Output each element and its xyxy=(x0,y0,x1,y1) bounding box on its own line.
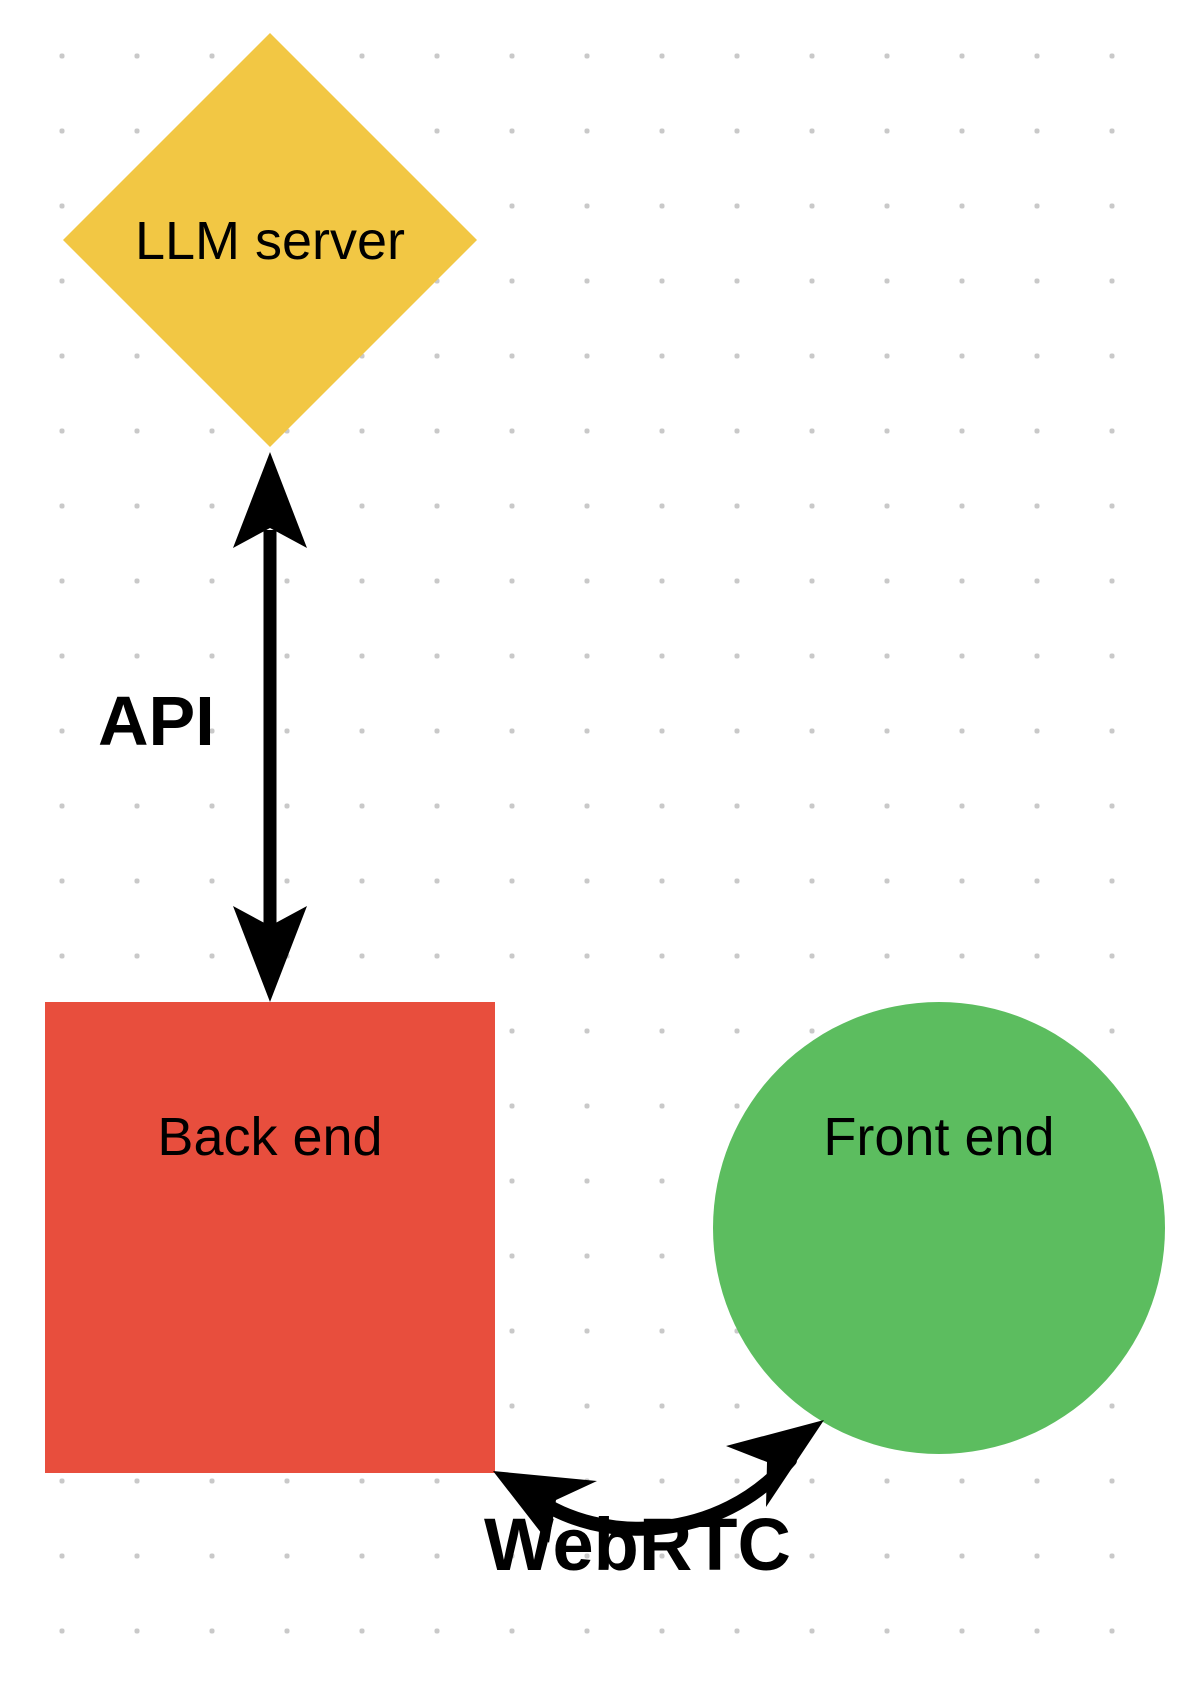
node-label-back-end: Back end xyxy=(157,1107,383,1167)
node-shape-back-end[interactable] xyxy=(45,1002,495,1473)
edge-webrtc-arrow[interactable] xyxy=(493,1420,824,1543)
arrowhead-down-icon xyxy=(233,906,307,1002)
node-shape-front-end[interactable] xyxy=(713,1002,1165,1454)
edge-label-api: API xyxy=(98,682,215,760)
node-label-llm-server: LLM server xyxy=(134,211,406,271)
arrowhead-right-icon xyxy=(726,1420,824,1507)
edge-label-webrtc: WebRTC xyxy=(484,1503,791,1586)
edge-api-arrow[interactable] xyxy=(233,452,307,1002)
arrowhead-left-icon xyxy=(493,1471,597,1543)
node-label-front-end: Front end xyxy=(823,1107,1055,1167)
arrowhead-up-icon xyxy=(233,452,307,548)
node-shape-llm-server[interactable] xyxy=(63,33,477,447)
